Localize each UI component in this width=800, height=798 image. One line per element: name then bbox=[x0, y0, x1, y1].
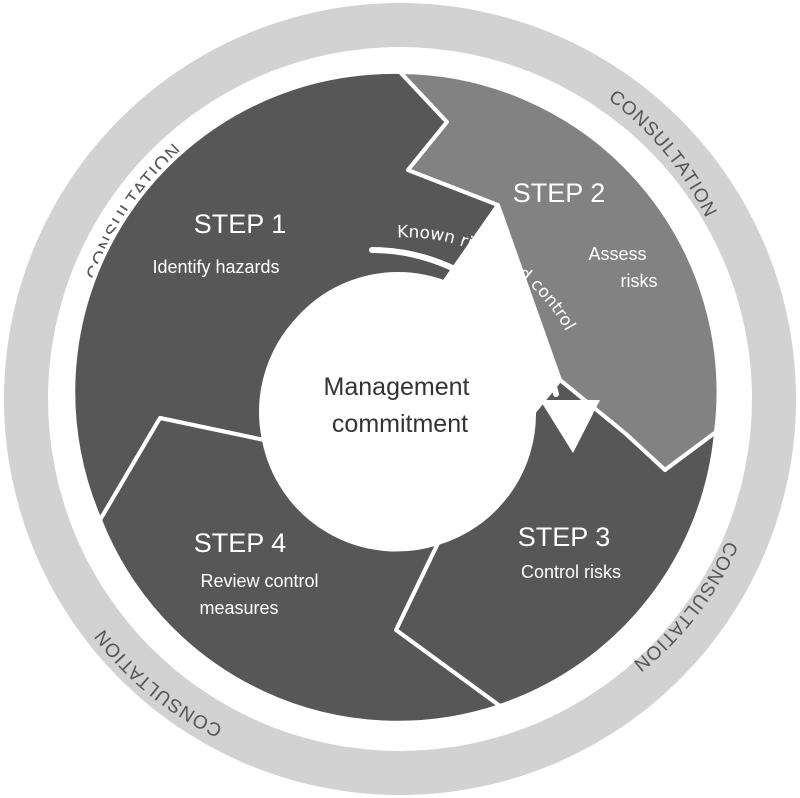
center-circle bbox=[262, 272, 534, 544]
center-line-2: commitment bbox=[332, 410, 468, 438]
step-1-title: STEP 1 bbox=[194, 209, 287, 239]
step-2-label: STEP 2 Assess risks bbox=[513, 178, 658, 291]
step-3-title: STEP 3 bbox=[518, 522, 611, 552]
center-line-1: Management bbox=[324, 373, 470, 401]
flow-arrow-shaft bbox=[369, 247, 559, 397]
step-4-label: STEP 4 Review control measures bbox=[194, 528, 323, 618]
step-2-description: Assess risks bbox=[588, 244, 657, 291]
step-4-segment bbox=[98, 416, 502, 725]
step-4-title: STEP 4 bbox=[194, 528, 287, 558]
step-4-description: Review control measures bbox=[199, 571, 323, 618]
step-1-description: Identify hazards bbox=[152, 257, 279, 277]
step-3-label: STEP 3 Control risks bbox=[518, 522, 621, 582]
center-label: Management commitment bbox=[324, 373, 477, 438]
step-2-title: STEP 2 bbox=[513, 178, 606, 208]
flow-arrow-head bbox=[540, 400, 600, 453]
step-3-description: Control risks bbox=[521, 562, 621, 582]
step-1-label: STEP 1 Identify hazards bbox=[152, 209, 286, 277]
